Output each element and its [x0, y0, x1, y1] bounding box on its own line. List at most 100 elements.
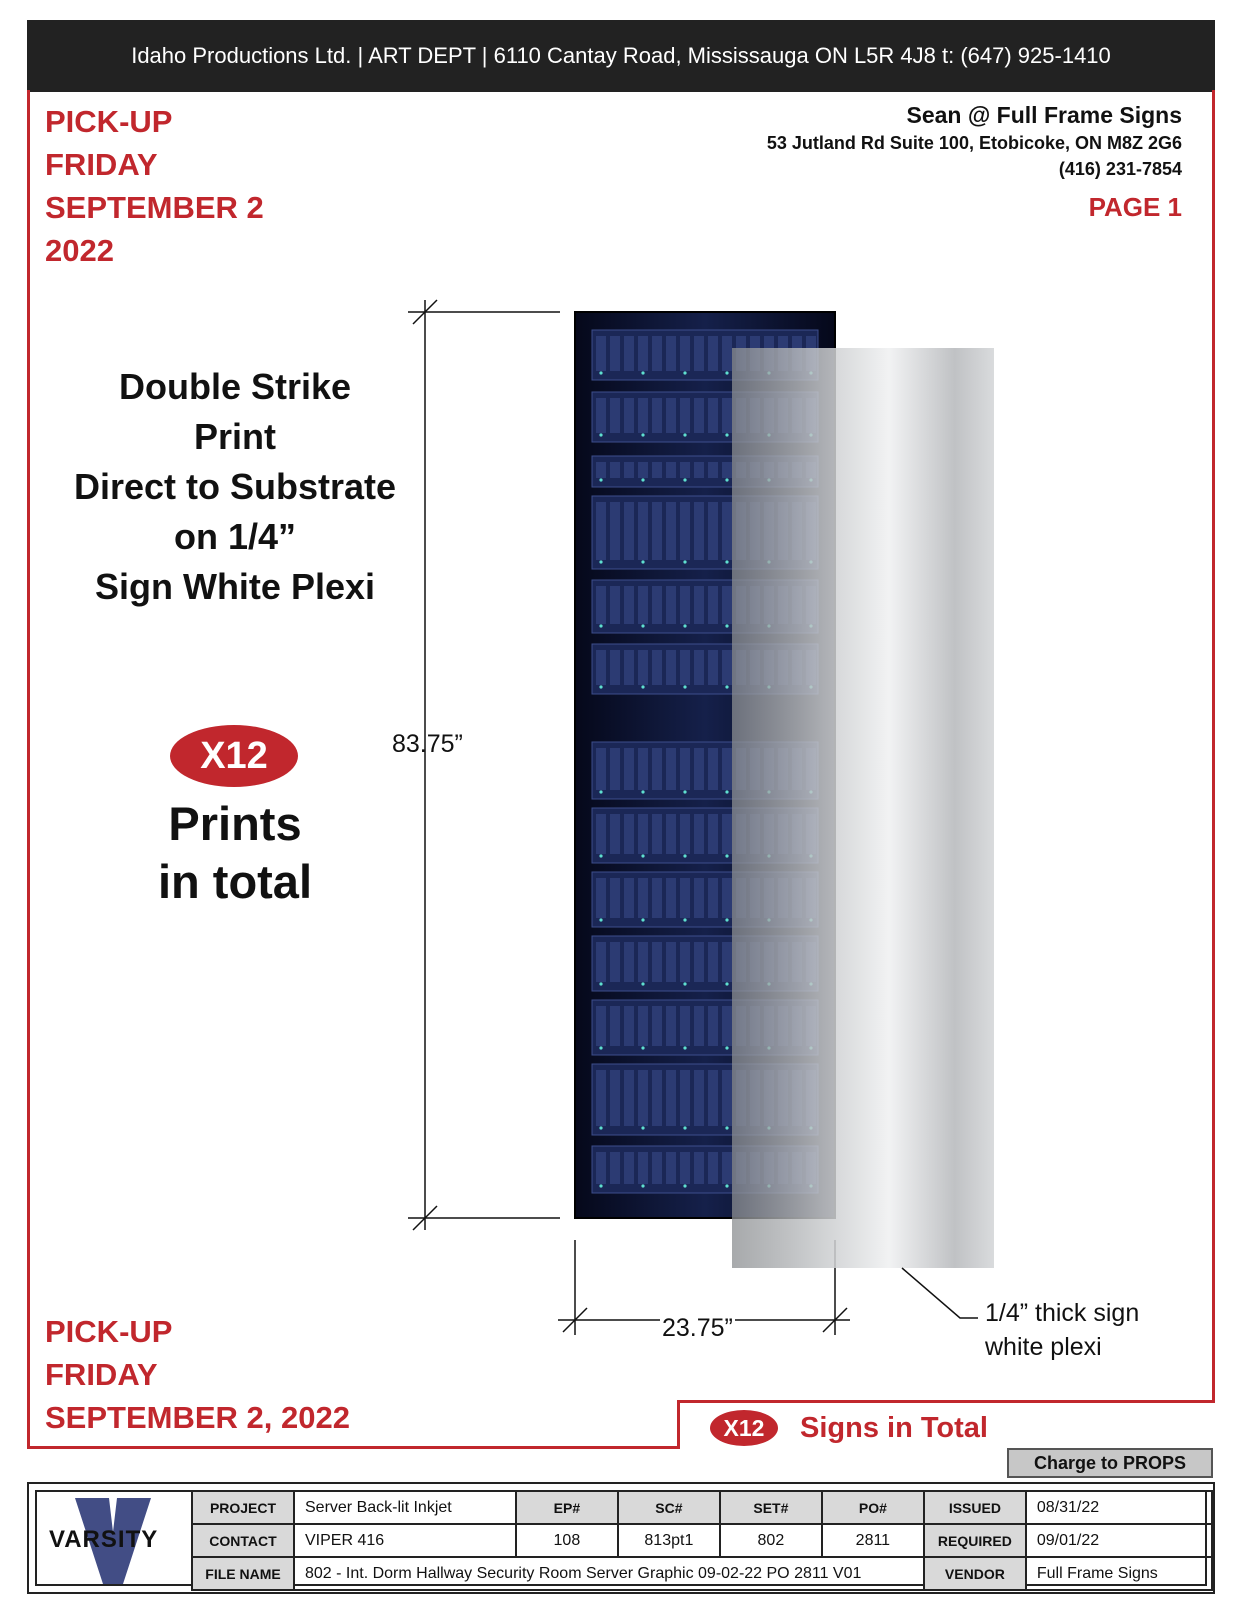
drive-bay: [624, 1070, 634, 1126]
drive-bay: [638, 1070, 648, 1126]
drive-bay: [624, 502, 634, 560]
drive-bay: [722, 878, 732, 918]
frame-left: [27, 90, 30, 1448]
drive-bay: [666, 398, 676, 433]
drive-bay: [694, 942, 704, 982]
status-led: [641, 624, 645, 628]
pickup-line: 2022: [45, 233, 114, 268]
drive-bay: [694, 814, 704, 854]
drive-bay: [680, 398, 690, 433]
status-led: [599, 685, 603, 689]
drive-bay: [624, 878, 634, 918]
status-led: [725, 854, 729, 858]
prints-line: in total: [157, 855, 313, 908]
status-led: [641, 1184, 645, 1188]
drive-bay: [666, 462, 676, 478]
drive-bay: [680, 1152, 690, 1184]
height-tick-bottom: [412, 1205, 438, 1231]
drive-bay: [708, 398, 718, 433]
pickup-date-bottom: PICK-UP FRIDAY SEPTEMBER 2, 2022: [45, 1310, 350, 1439]
drive-bay: [652, 462, 662, 478]
drive-bay: [638, 462, 648, 478]
drive-bay: [694, 502, 704, 560]
drive-bay: [680, 748, 690, 790]
status-led: [725, 624, 729, 628]
drive-bay: [680, 586, 690, 624]
drive-bay: [708, 462, 718, 478]
status-led: [641, 1046, 645, 1050]
drive-bay: [680, 1070, 690, 1126]
status-led: [599, 790, 603, 794]
pickup-line: PICK-UP: [45, 104, 173, 139]
frame-bottom: [27, 1446, 680, 1449]
instruction-line: on 1/4”: [173, 516, 297, 557]
status-led: [599, 1126, 603, 1130]
status-led: [683, 1184, 687, 1188]
page-number: PAGE 1: [1088, 192, 1182, 222]
drive-bay: [680, 878, 690, 918]
drive-bay: [666, 748, 676, 790]
value-vendor: Full Frame Signs: [1024, 1556, 1214, 1591]
vendor-name: Sean @ Full Frame Signs: [906, 102, 1183, 128]
drive-bay: [638, 586, 648, 624]
drive-bay: [680, 1006, 690, 1046]
label-contact: CONTACT: [191, 1523, 295, 1558]
drive-bay: [610, 336, 620, 371]
status-led: [599, 982, 603, 986]
drive-bay: [652, 814, 662, 854]
drive-bay: [624, 1006, 634, 1046]
value-file-name: 802 - Int. Dorm Hallway Security Room Se…: [293, 1556, 925, 1591]
value-issued: 08/31/22: [1024, 1490, 1214, 1525]
drive-bay: [624, 1152, 634, 1184]
drive-bay: [680, 462, 690, 478]
drive-bay: [596, 586, 606, 624]
frame-right: [1212, 90, 1215, 1402]
drive-bay: [722, 462, 732, 478]
status-led: [683, 982, 687, 986]
drive-bay: [680, 502, 690, 560]
drive-bay: [610, 878, 620, 918]
label-file-name: FILE NAME: [191, 1556, 295, 1591]
header-bar: Idaho Productions Ltd. | ART DEPT | 6110…: [27, 20, 1215, 92]
status-led: [725, 685, 729, 689]
value-sc: 813pt1: [616, 1523, 721, 1558]
signs-total-label: Signs in Total: [800, 1411, 988, 1444]
drive-bay: [610, 1006, 620, 1046]
drive-bay: [624, 336, 634, 371]
drive-bay: [596, 398, 606, 433]
varsity-v-icon: [75, 1498, 151, 1584]
drive-bay: [708, 748, 718, 790]
pickup-line: PICK-UP: [45, 1314, 173, 1349]
drive-bay: [722, 1152, 732, 1184]
drive-bay: [694, 748, 704, 790]
frame-step-horizontal: [677, 1400, 1215, 1403]
drive-bay: [694, 398, 704, 433]
status-led: [641, 478, 645, 482]
status-led: [599, 433, 603, 437]
drive-bay: [652, 336, 662, 371]
pickup-line: FRIDAY: [45, 1357, 158, 1392]
label-sc: SC#: [616, 1490, 721, 1525]
drive-bay: [610, 462, 620, 478]
status-led: [725, 1184, 729, 1188]
signs-total: X12 Signs in Total: [710, 1410, 988, 1446]
status-led: [599, 1046, 603, 1050]
drive-bay: [652, 502, 662, 560]
drive-bay: [694, 1006, 704, 1046]
drive-bay: [610, 1152, 620, 1184]
drive-bay: [666, 1152, 676, 1184]
drive-bay: [708, 336, 718, 371]
drive-bay: [708, 814, 718, 854]
title-block-table: PROJECT Server Back-lit Inkjet EP# SC# S…: [191, 1490, 1214, 1591]
instruction-line: Print: [193, 416, 276, 457]
label-project: PROJECT: [191, 1490, 295, 1525]
drive-bay: [610, 942, 620, 982]
charge-to-label: Charge to PROPS: [1007, 1448, 1213, 1478]
drive-bay: [694, 1070, 704, 1126]
drive-bay: [666, 502, 676, 560]
drive-bay: [624, 814, 634, 854]
drive-bay: [680, 942, 690, 982]
drive-bay: [624, 398, 634, 433]
label-issued: ISSUED: [922, 1490, 1027, 1525]
status-led: [725, 560, 729, 564]
